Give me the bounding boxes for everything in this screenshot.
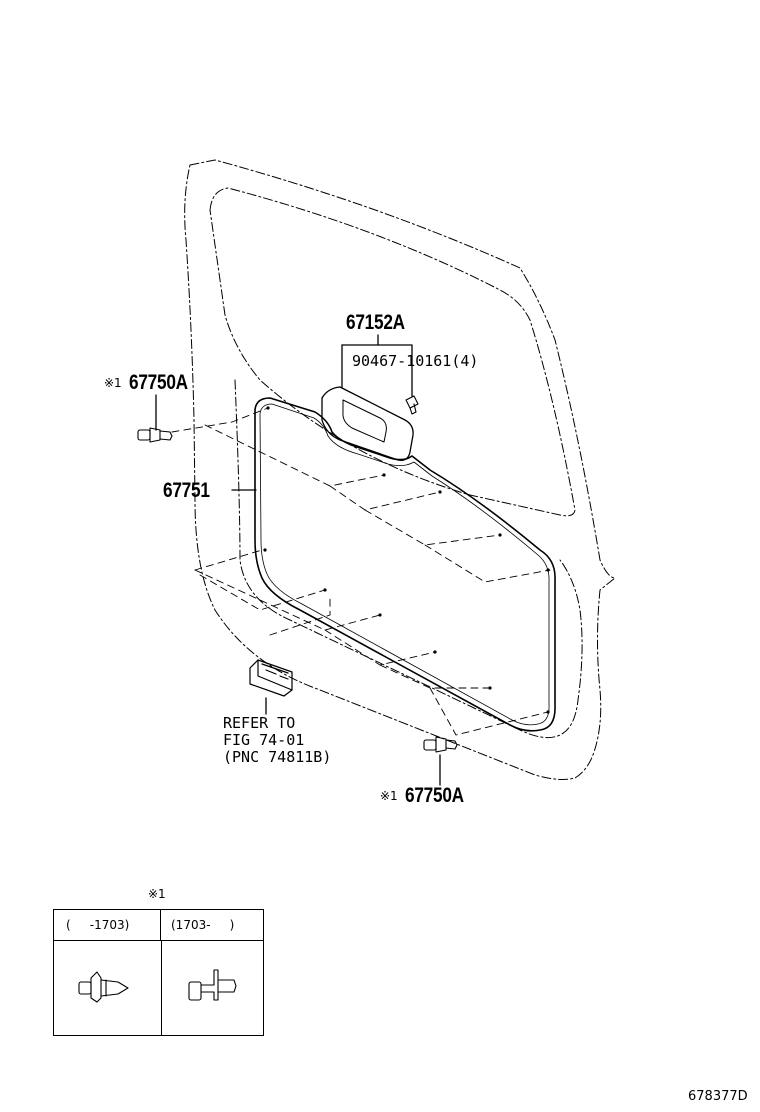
back-door-handle: [321, 386, 414, 461]
clip-legend-table: ( -1703) (1703- ): [53, 909, 264, 1036]
refer-note: REFER TO FIG 74-01 (PNC 74811B): [223, 715, 331, 766]
refer-line-2: FIG 74-01: [223, 731, 305, 749]
refer-line-3: (PNC 74811B): [223, 748, 332, 766]
note-mark-bottom: ※1: [380, 789, 398, 803]
note-mark-top: ※1: [104, 376, 122, 390]
figure-id: 678377D: [688, 1089, 748, 1104]
door-inner-edge: [234, 379, 583, 739]
legend-header-col1: ( -1703): [54, 910, 161, 941]
legend-clip-old: [78, 971, 129, 1003]
clip-bottom-67750A: [423, 736, 458, 753]
leader-lines: [155, 334, 441, 786]
screw-90467: [405, 395, 419, 415]
refer-line-1: REFER TO: [223, 714, 296, 732]
trim-board-inner-edge: [259, 403, 550, 726]
part-label-90467: 90467-10161(4): [352, 352, 479, 370]
clip-top-67750A: [137, 427, 173, 443]
back-door-outer-outline: [184, 159, 616, 780]
handle-recess: [342, 399, 387, 443]
part-label-67750A-top: 67750A: [129, 371, 188, 394]
assembly-dashed-lines: [171, 407, 551, 736]
legend-header-col2: (1703- ): [161, 910, 263, 941]
legend-divider: [161, 941, 162, 1035]
part-label-67750A-bottom: 67750A: [405, 784, 464, 807]
legend-mark: ※1: [148, 887, 166, 901]
legend-clip-new: [188, 969, 237, 1001]
part-label-67751: 67751: [163, 479, 210, 502]
part-label-67152A: 67152A: [346, 311, 405, 334]
clip-hole-dots: [263, 406, 550, 714]
trim-board-outline: [254, 397, 556, 732]
back-window-outline: [209, 187, 576, 517]
lamp-assembly: [249, 659, 293, 697]
